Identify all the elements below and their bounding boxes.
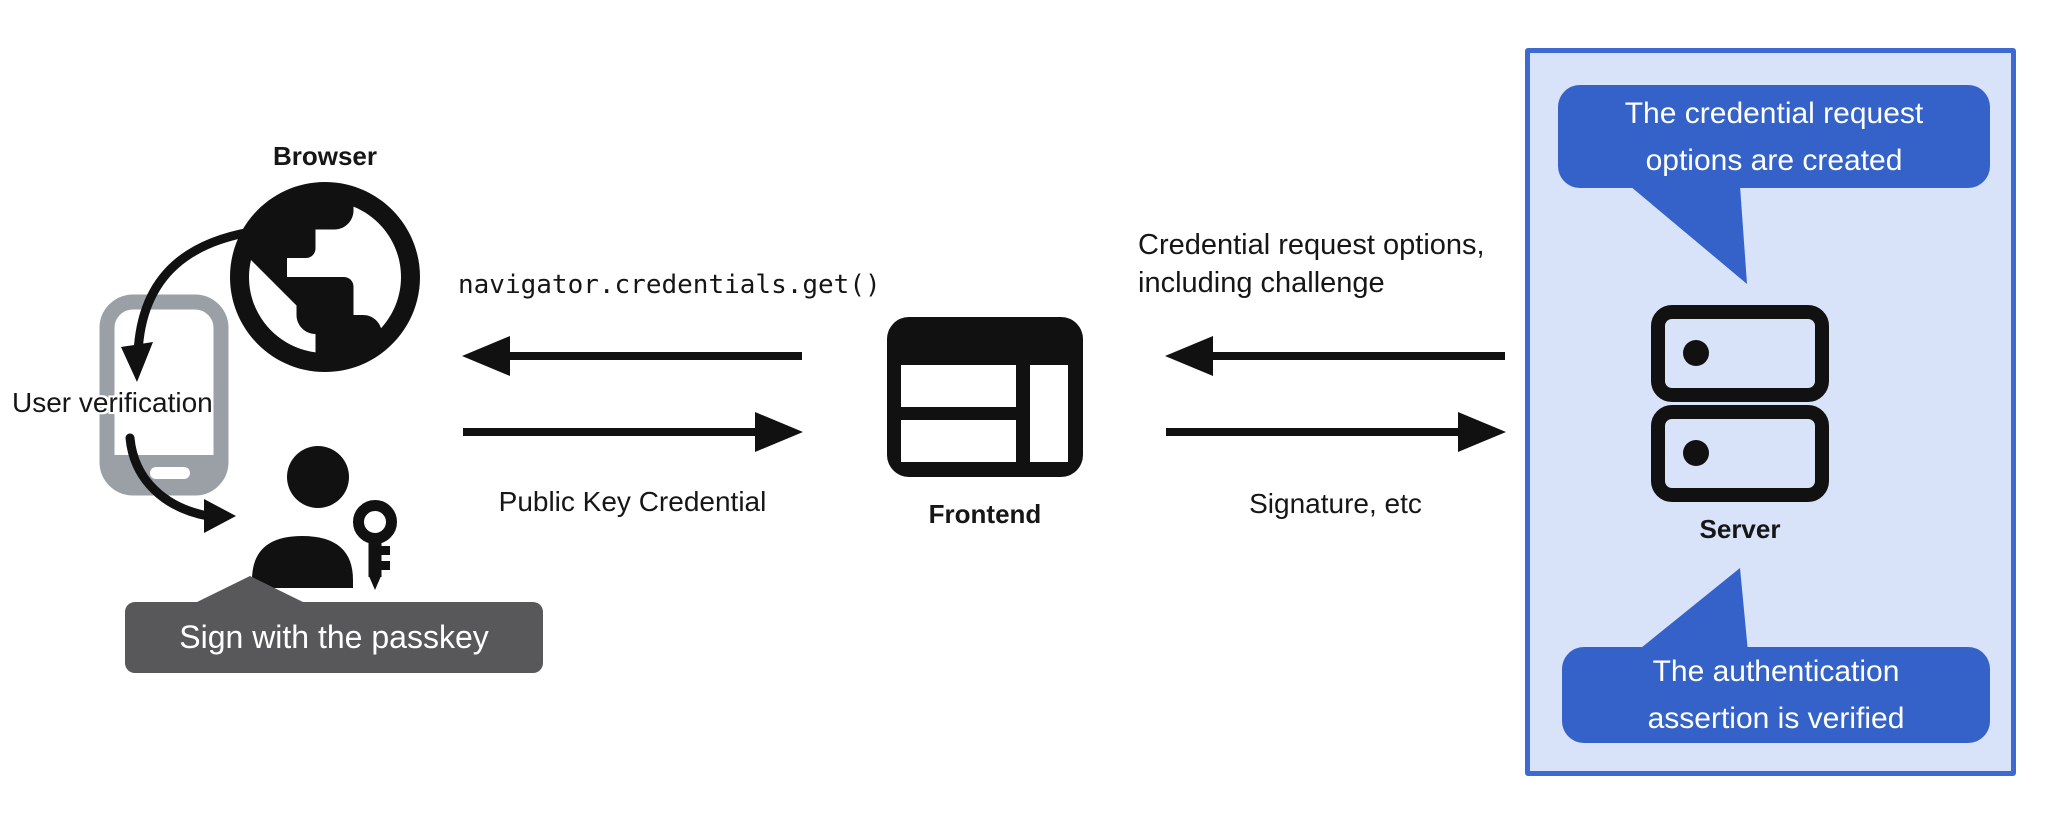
bottom-callout-line2: assertion is verified	[1647, 702, 1905, 735]
server-label: Server	[1699, 514, 1781, 544]
arrow-right-icon	[1166, 412, 1506, 452]
arrow-right-icon	[463, 412, 803, 452]
credential-request-options-line2: including challenge	[1138, 267, 1385, 299]
passkey-tooltip-label: Sign with the passkey	[179, 619, 489, 655]
bottom-callout-bubble: The authentication assertion is verified	[1562, 647, 1990, 743]
public-key-credential-label: Public Key Credential	[498, 486, 767, 517]
credential-request-options-line1: Credential request options,	[1138, 229, 1485, 261]
frontend-label: Frontend	[928, 499, 1042, 529]
browser-window-icon	[887, 317, 1083, 477]
arrow-left-icon	[1165, 336, 1505, 376]
top-callout-line2: options are created	[1645, 143, 1903, 177]
arrow-left-icon	[462, 336, 802, 376]
bottom-callout-line1: The authentication	[1652, 655, 1900, 688]
credential-request-options-label: Credential request options, including ch…	[1138, 226, 1485, 302]
signature-etc-label: Signature, etc	[1249, 488, 1422, 519]
passkey-tooltip: Sign with the passkey	[125, 576, 543, 673]
globe-icon	[230, 182, 420, 372]
server-panel: The credential request options are creat…	[1525, 48, 2016, 776]
top-callout-tail	[1630, 186, 1747, 284]
browser-label: Browser	[272, 141, 378, 171]
curved-arrow-icon	[121, 227, 255, 533]
user-verification-label: User verification	[12, 387, 213, 418]
person-icon	[252, 446, 397, 590]
top-callout-bubble: The credential request options are creat…	[1558, 85, 1990, 188]
bottom-callout-tail	[1636, 568, 1748, 652]
server-stack-icon	[1651, 305, 1829, 502]
key-icon	[353, 500, 397, 590]
credentials-get-label: navigator.credentials.get()	[458, 270, 881, 300]
top-callout-line1: The credential request	[1624, 96, 1924, 130]
